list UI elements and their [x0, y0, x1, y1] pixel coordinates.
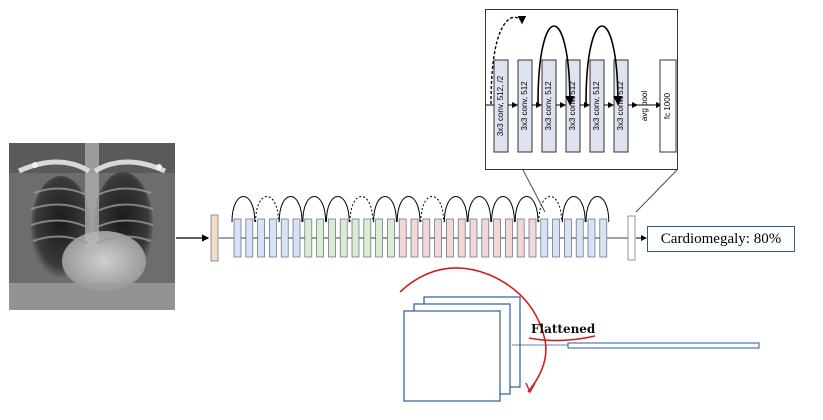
layer-stage1-1	[245, 218, 254, 258]
skip-arc	[302, 196, 327, 223]
skip-arc	[325, 196, 350, 223]
zoom-layer-box	[541, 59, 557, 153]
layer-stage4-5	[599, 218, 608, 258]
zoom-layer-box	[493, 59, 509, 153]
layer-stage2-2	[328, 218, 336, 258]
layer-stage3-3	[434, 218, 442, 258]
skip-arc	[491, 196, 515, 223]
skip-arc	[420, 196, 445, 223]
zoom-guide-left	[522, 169, 546, 213]
layer-stage1-3	[269, 218, 277, 258]
zoom-layer-label: 3x3 conv, 512	[616, 81, 625, 131]
layer-stage4-0	[540, 218, 549, 258]
main-layer-stack	[210, 214, 636, 262]
feature-map-stack	[403, 296, 521, 402]
layer-stage1-2	[257, 218, 265, 258]
zoom-layer-label: 3x3 conv, 512	[592, 81, 601, 131]
layer-stage2-6	[375, 218, 383, 258]
layer-stage4-4	[587, 218, 596, 258]
layer-stage3-7	[481, 218, 490, 258]
layer-stage3-1	[410, 218, 419, 258]
zoom-guide-right	[635, 169, 678, 213]
layer-stage4-3	[575, 218, 584, 258]
zoom-detail-svg: 3x3 conv, 512, /2 3x3 conv, 512 3x3 conv, …	[486, 15, 677, 153]
layer-stage2-4	[351, 218, 360, 258]
layer-stage2-7	[387, 218, 395, 258]
layer-stage2-1	[316, 218, 324, 258]
layer-stage2-0	[304, 218, 313, 258]
layer-stage4-1	[552, 218, 560, 258]
layer-fc	[627, 215, 636, 261]
skip-arc	[349, 196, 374, 223]
chest-xray-image	[9, 143, 175, 310]
skip-connections	[231, 196, 610, 223]
layer-stage3-9	[505, 218, 513, 258]
layer-stage1-0	[233, 218, 242, 258]
flattened-label: Flattened	[531, 322, 596, 336]
zoom-layer-label: 3x3 conv, 512	[520, 81, 529, 131]
layer-stage3-11	[528, 218, 537, 258]
prediction-text: Cardiomegaly: 80%	[660, 230, 782, 247]
layer-stage3-8	[493, 218, 501, 258]
zoom-layer-box	[659, 59, 677, 153]
skip-arc	[396, 196, 421, 223]
layer-stage3-10	[516, 218, 525, 258]
annotation-arrowhead	[525, 382, 536, 394]
zoom-detail-panel: 3x3 conv, 512, /2 3x3 conv, 512 3x3 conv, …	[485, 9, 678, 170]
skip-arc	[231, 196, 256, 223]
zoom-layer-label: 3x3 conv, 512	[544, 81, 553, 131]
layer-stage1-5	[292, 218, 301, 258]
layer-stage3-6	[469, 218, 478, 258]
skip-arc	[561, 196, 586, 223]
skip-arc	[538, 196, 563, 223]
layer-stage1-4	[280, 218, 289, 258]
annotation-arc	[399, 267, 547, 393]
skip-arc	[514, 196, 539, 223]
prediction-result-box: Cardiomegaly: 80%	[647, 226, 795, 252]
skip-arc	[373, 196, 397, 223]
skip-arc	[585, 196, 610, 223]
layer-stage3-4	[446, 218, 454, 258]
flattened-vector	[567, 342, 760, 349]
zoom-layer-box	[517, 59, 533, 153]
layer-stage2-3	[339, 218, 348, 258]
zoom-layer-box	[589, 59, 605, 153]
layer-stage3-0	[398, 218, 407, 258]
skip-arc	[467, 196, 492, 223]
zoom-layer-label: 3x3 conv, 512	[568, 81, 577, 131]
zoom-layer-label: avg pool	[640, 91, 649, 121]
annotation-underline	[528, 335, 596, 342]
skip-arc	[278, 196, 303, 223]
zoom-skip-connections	[490, 15, 623, 106]
layer-stage3-5	[457, 218, 466, 258]
layer-stage3-2	[422, 218, 431, 258]
zoom-layer-label: 3x3 conv, 512, /2	[496, 75, 505, 136]
layer-conv1	[210, 214, 219, 262]
skip-arc	[443, 196, 468, 223]
zoom-layer-label: fc 1000	[663, 92, 672, 119]
skip-arc	[255, 196, 279, 223]
layer-stage2-5	[363, 218, 372, 258]
layer-stage4-2	[564, 218, 572, 258]
